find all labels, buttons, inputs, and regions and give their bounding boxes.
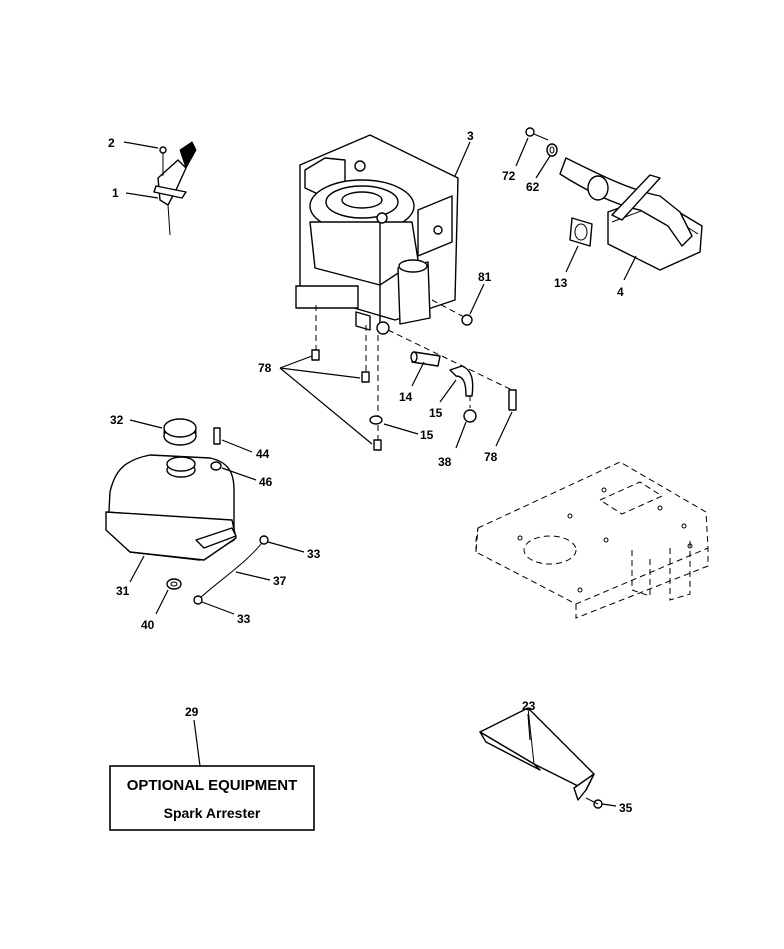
- optional-equipment-subtitle: Spark Arrester: [164, 805, 261, 821]
- label-78-right: 78: [484, 450, 498, 464]
- muffler: [559, 157, 703, 271]
- shield-23: [479, 707, 595, 801]
- callout-46: 46: [221, 467, 273, 489]
- label-33-bottom: 33: [237, 612, 251, 626]
- label-78-left: 78: [258, 361, 272, 375]
- callout-72: 72: [502, 137, 529, 183]
- fuel-line-37: [193, 535, 269, 605]
- callout-23: 23: [522, 699, 536, 741]
- fuel-tank: [105, 454, 237, 561]
- bolts-78: [311, 349, 517, 451]
- label-1: 1: [112, 186, 119, 200]
- optional-equipment-title: OPTIONAL EQUIPMENT: [127, 777, 298, 794]
- callout-37: 37: [235, 571, 287, 588]
- callout-3: 3: [454, 129, 474, 177]
- label-32: 32: [110, 413, 124, 427]
- optional-equipment-box: OPTIONAL EQUIPMENT Spark Arrester: [109, 765, 315, 831]
- label-81: 81: [478, 270, 492, 284]
- bushing-40: [166, 578, 182, 590]
- nut-38: [463, 409, 477, 423]
- label-2: 2: [108, 136, 115, 150]
- label-13: 13: [554, 276, 568, 290]
- label-23: 23: [522, 699, 536, 713]
- callout-33-top: 33: [267, 541, 321, 561]
- callout-2: 2: [108, 136, 159, 150]
- label-31: 31: [116, 584, 130, 598]
- label-29: 29: [185, 705, 199, 719]
- callout-14: 14: [399, 361, 425, 404]
- label-4: 4: [617, 285, 624, 299]
- label-37: 37: [273, 574, 287, 588]
- label-38: 38: [438, 455, 452, 469]
- nut-81: [461, 314, 473, 326]
- callout-1: 1: [112, 186, 159, 200]
- label-35: 35: [619, 801, 633, 815]
- label-40: 40: [141, 618, 155, 632]
- callout-44: 44: [221, 439, 270, 461]
- callout-15-washer: 15: [383, 423, 434, 442]
- screw-72: [525, 127, 549, 141]
- engine: [295, 134, 459, 335]
- screw-44: [213, 427, 221, 445]
- callout-32: 32: [110, 413, 163, 429]
- callout-13: 13: [554, 245, 579, 290]
- label-33-top: 33: [307, 547, 321, 561]
- callout-35: 35: [601, 801, 633, 815]
- washer-46: [210, 461, 222, 471]
- label-3: 3: [467, 129, 474, 143]
- callout-15-elbow: 15: [429, 379, 457, 420]
- label-44: 44: [256, 447, 270, 461]
- spacer-14: [410, 351, 441, 367]
- callout-62: 62: [526, 155, 551, 194]
- washer-62: [546, 143, 558, 157]
- washer-15: [369, 415, 383, 425]
- label-14: 14: [399, 390, 413, 404]
- callout-81: 81: [469, 270, 492, 315]
- callout-33-bottom: 33: [201, 601, 251, 626]
- fuel-cap: [163, 418, 197, 446]
- callout-29: 29: [185, 705, 201, 767]
- label-46: 46: [259, 475, 273, 489]
- callout-4: 4: [617, 255, 637, 299]
- callout-38: 38: [438, 421, 467, 469]
- callout-40: 40: [141, 589, 169, 632]
- elbow-15: [449, 365, 474, 397]
- label-15-washer: 15: [420, 428, 434, 442]
- callout-31: 31: [116, 555, 145, 598]
- chassis-plate: [475, 461, 709, 619]
- label-15-elbow: 15: [429, 406, 443, 420]
- callout-78-left: 78: [258, 355, 373, 445]
- throttle-control: [153, 141, 197, 236]
- label-72: 72: [502, 169, 516, 183]
- label-62: 62: [526, 180, 540, 194]
- callout-78-right: 78: [484, 411, 513, 464]
- screw-35: [585, 797, 603, 809]
- gasket-13: [569, 217, 593, 247]
